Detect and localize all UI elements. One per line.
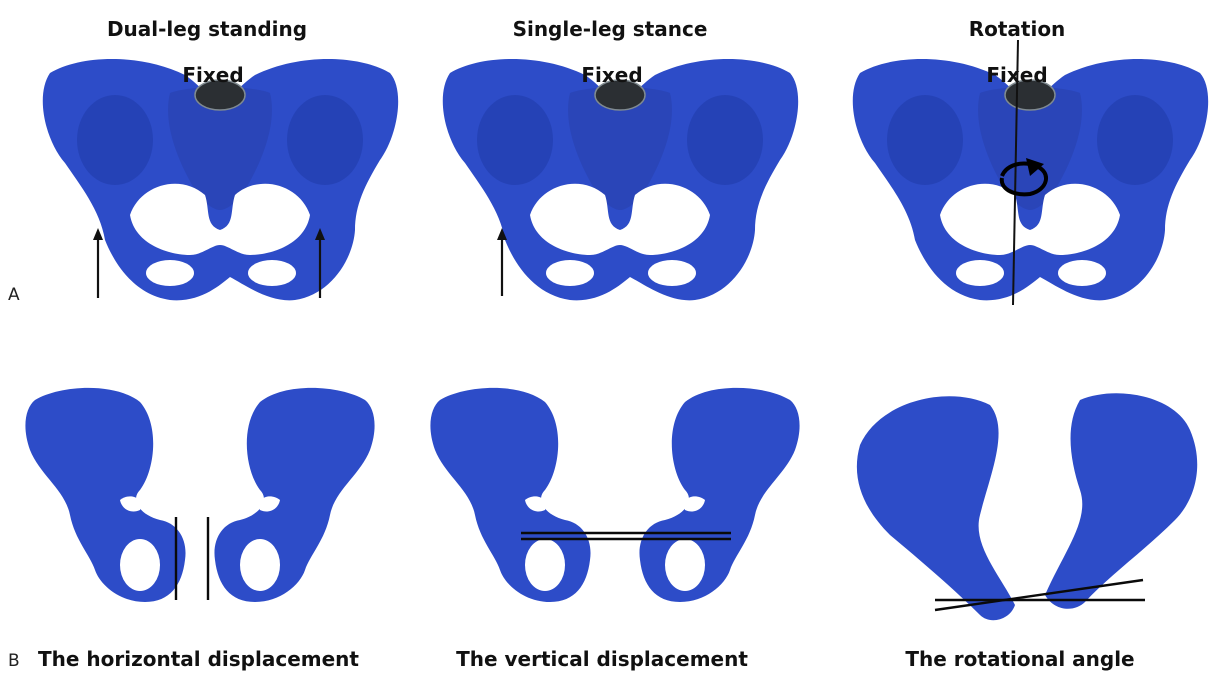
fixed-label-1: Fixed bbox=[182, 63, 243, 87]
load-arrow-left-2 bbox=[497, 228, 507, 296]
title-dual-leg-standing: Dual-leg standing bbox=[107, 17, 307, 41]
caption-vertical-displacement: The vertical displacement bbox=[456, 647, 748, 671]
hip-bone-left-2 bbox=[430, 388, 590, 602]
caption-horizontal-displacement: The horizontal displacement bbox=[38, 647, 359, 671]
title-single-leg-stance: Single-leg stance bbox=[513, 17, 708, 41]
pelvis-dual-leg bbox=[43, 59, 398, 300]
caption-rotational-angle: The rotational angle bbox=[905, 647, 1134, 671]
pelvis-rotation bbox=[853, 59, 1208, 300]
load-arrow-left-1 bbox=[93, 228, 103, 298]
title-rotation: Rotation bbox=[969, 17, 1066, 41]
hip-bone-right-1 bbox=[214, 388, 374, 602]
hip-bone-left-1 bbox=[25, 388, 185, 602]
panel-label-a: A bbox=[8, 285, 20, 305]
hip-bone-right-3 bbox=[1045, 393, 1197, 609]
pelvis-single-leg bbox=[443, 59, 798, 300]
hip-bone-left-3 bbox=[857, 396, 1015, 620]
panel-label-b: B bbox=[8, 651, 20, 671]
fixed-label-2: Fixed bbox=[581, 63, 642, 87]
hip-bone-right-2 bbox=[639, 388, 799, 602]
